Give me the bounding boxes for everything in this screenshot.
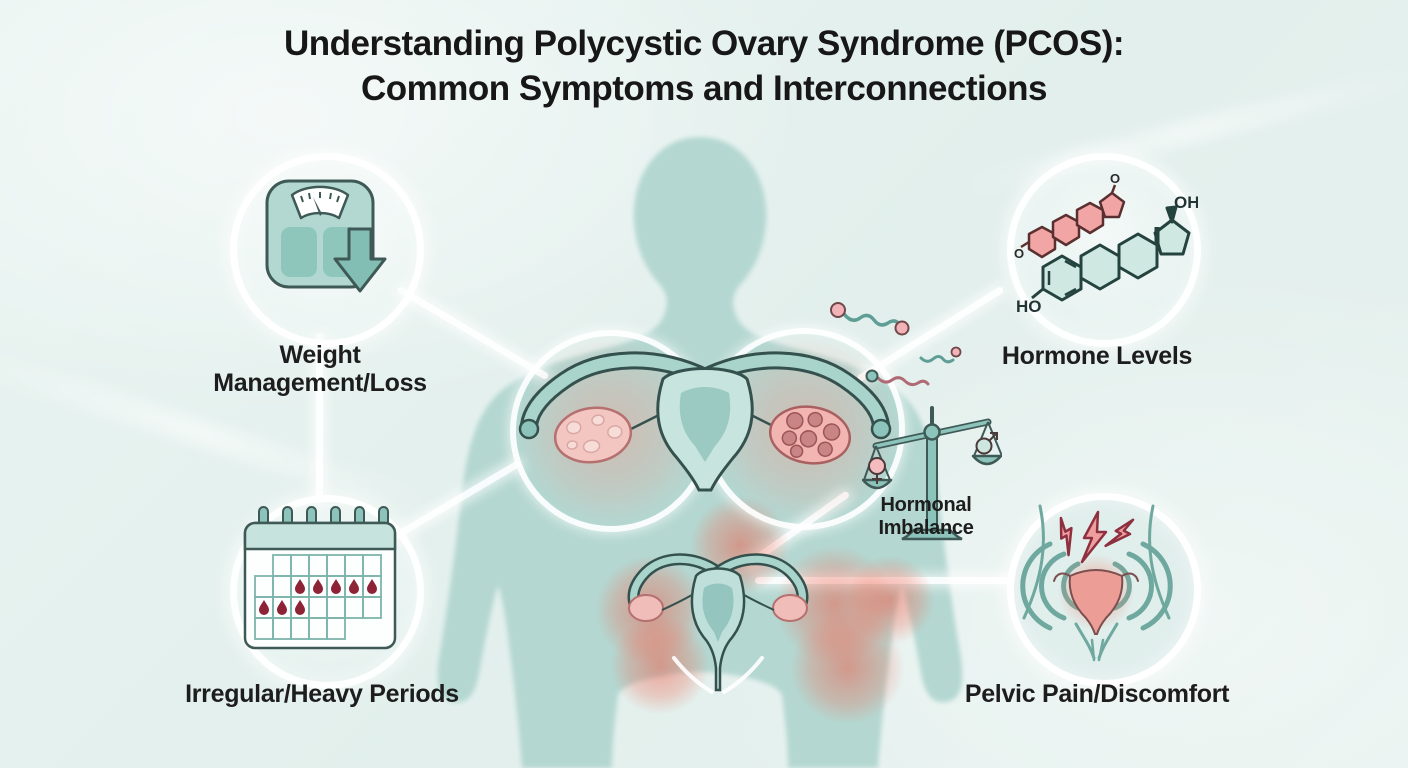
- connector-weight-to-calendar: [316, 333, 323, 503]
- pelvic-uterus-pain-illustration: [627, 553, 809, 694]
- molecule-o-bottom-label: O: [1014, 246, 1024, 261]
- label-hormonal-imbalance: Hormonal Imbalance: [878, 494, 974, 539]
- calendar-blood-drops-icon: [243, 506, 397, 650]
- page-title: Understanding Polycystic Ovary Syndrome …: [0, 22, 1408, 112]
- pain-glow: [610, 615, 710, 715]
- blood-drop-icons: [259, 579, 377, 615]
- lightning-bolt-icons: [1059, 510, 1135, 564]
- hormone-molecules-icon: O O OH HO: [1014, 171, 1198, 316]
- label-periods: Irregular/Heavy Periods: [185, 680, 459, 708]
- molecule-o-top-label: O: [1110, 171, 1120, 186]
- pelvic-pain-waves-icon: [1020, 504, 1173, 662]
- molecule-ho-label: HO: [1016, 297, 1042, 316]
- pain-glow: [845, 555, 935, 645]
- molecule-oh-label: OH: [1174, 193, 1198, 212]
- uterus-ovaries-illustration: [518, 351, 892, 492]
- label-hormone: Hormone Levels: [1001, 342, 1193, 370]
- hormone-strand-squiggles: [830, 302, 962, 387]
- label-weight: Weight Management/Loss: [213, 341, 427, 397]
- balance-scale-gender-icon: [862, 406, 1002, 541]
- label-pelvic: Pelvic Pain/Discomfort: [964, 680, 1230, 708]
- title-line-2: Common Symptoms and Interconnections: [361, 68, 1047, 108]
- title-line-1: Understanding Polycystic Ovary Syndrome …: [283, 24, 1125, 63]
- weight-scale-down-arrow-icon: [265, 179, 387, 293]
